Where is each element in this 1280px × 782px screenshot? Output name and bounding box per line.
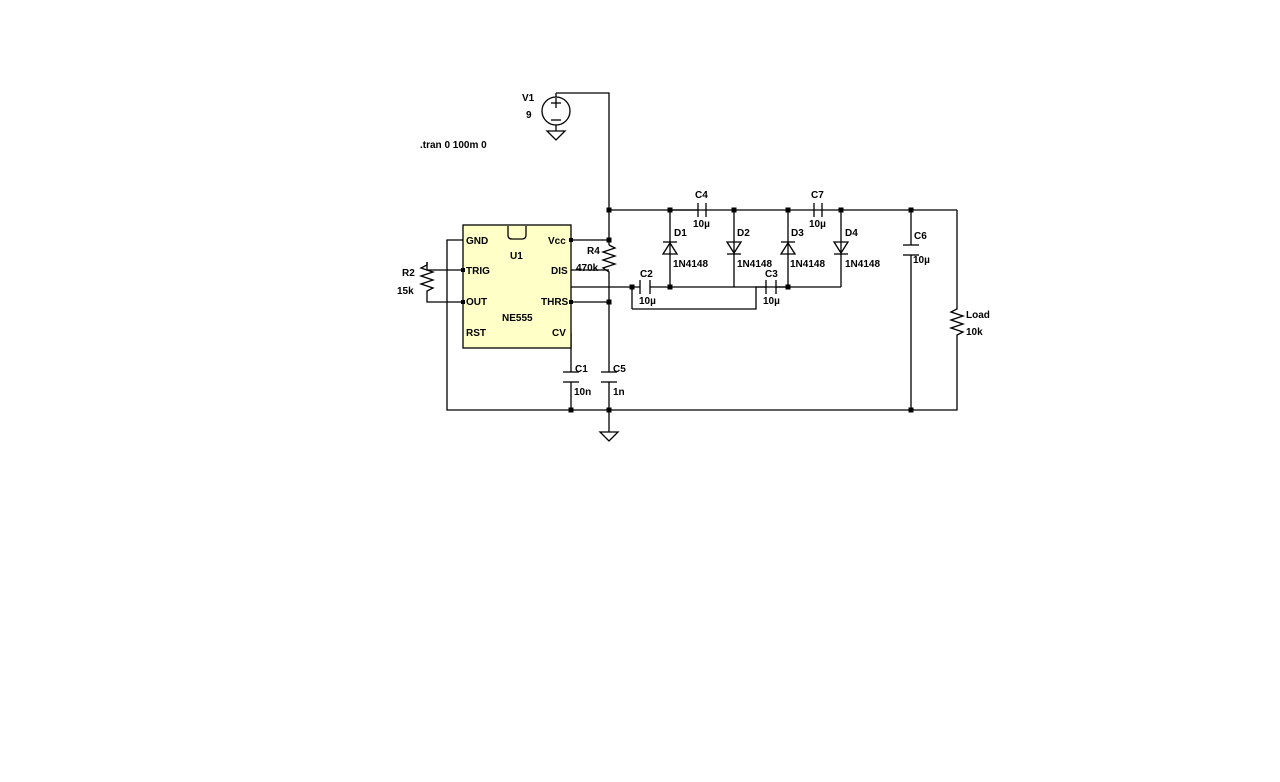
d2-value: 1N4148 [737,259,772,270]
u1-pin-thrs: THRS [541,297,569,308]
v1-voltage-source[interactable] [541,93,571,131]
c6-capacitor[interactable] [903,244,919,256]
r2-name: R2 [402,268,415,279]
r4-resistor[interactable] [600,244,618,275]
u1-pin-out: OUT [466,297,487,308]
r2-value: 15k [397,286,414,297]
junction-dots [461,207,914,413]
c1-capacitor[interactable] [563,371,579,383]
r4-value: 470k [576,263,599,274]
d3-value: 1N4148 [790,259,825,270]
c4-name: C4 [695,190,708,201]
r2-resistor[interactable] [418,262,436,293]
load-resistor[interactable] [948,306,966,338]
u1-name: U1 [510,251,523,262]
d1-name: D1 [674,228,687,239]
u1-pin-trig: TRIG [466,266,490,277]
d3-diode[interactable] [779,241,797,255]
ground-symbol-v1 [545,130,567,141]
c1-value: 10n [574,387,591,398]
c3-capacitor[interactable] [765,280,777,294]
d1-diode[interactable] [661,241,679,255]
c6-name: C6 [914,231,927,242]
d3-name: D3 [791,228,804,239]
u1-pin-gnd: GND [466,236,488,247]
u1-pin-vcc: Vcc [548,236,566,247]
d4-diode[interactable] [832,241,850,255]
c4-value: 10µ [693,219,710,230]
c5-capacitor[interactable] [601,371,617,383]
d1-value: 1N4148 [673,259,708,270]
load-name: Load [966,310,990,321]
c7-name: C7 [811,190,824,201]
v1-name: V1 [522,93,535,104]
r4-name: R4 [587,246,600,257]
c1-name: C1 [575,364,588,375]
d2-name: D2 [737,228,750,239]
c2-capacitor[interactable] [639,280,651,294]
c2-value: 10µ [639,296,656,307]
u1-ne555-chip[interactable] [462,224,572,349]
u1-pin-dis: DIS [551,266,568,277]
c7-value: 10µ [809,219,826,230]
c3-value: 10µ [763,296,780,307]
c5-name: C5 [613,364,626,375]
spice-directive[interactable]: .tran 0 100m 0 [420,140,487,151]
wires [426,92,958,432]
c2-name: C2 [640,269,653,280]
ground-symbol-main [598,431,620,442]
c7-capacitor[interactable] [813,203,823,217]
u1-part: NE555 [502,313,533,324]
d4-value: 1N4148 [845,259,880,270]
c3-name: C3 [765,269,778,280]
c6-value: 10µ [913,255,930,266]
c4-capacitor[interactable] [670,203,707,217]
u1-pin-rst: RST [466,328,486,339]
c5-value: 1n [613,387,625,398]
v1-value: 9 [526,110,532,121]
load-value: 10k [966,327,983,338]
d2-diode[interactable] [725,241,743,255]
d4-name: D4 [845,228,858,239]
u1-pin-cv: CV [552,328,566,339]
